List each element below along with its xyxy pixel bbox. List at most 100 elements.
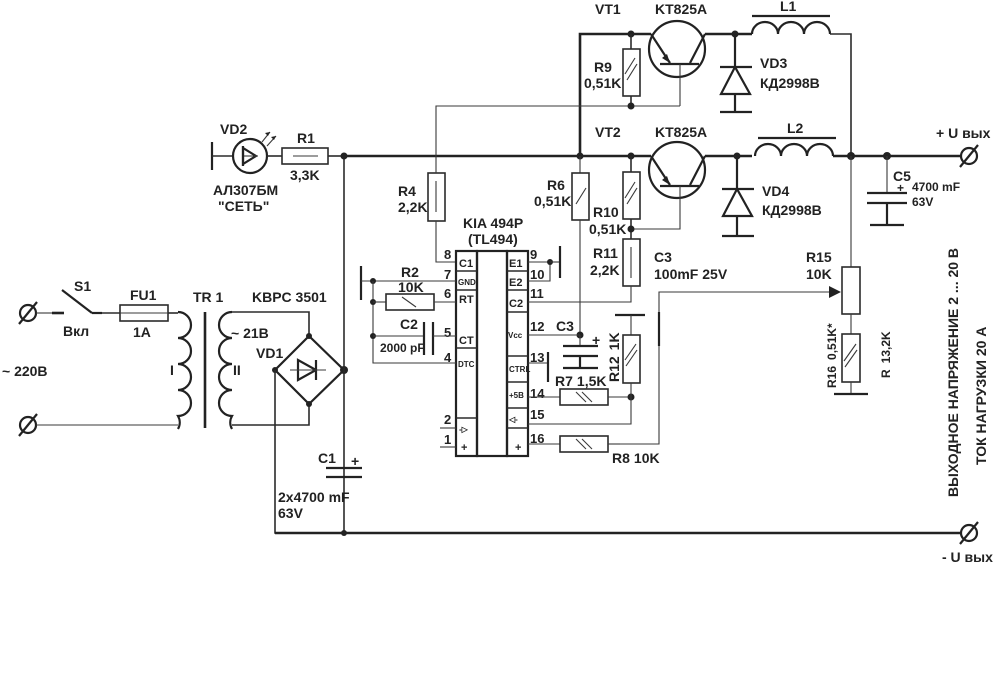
pin-7: 7 bbox=[444, 267, 451, 282]
transformer-primary-winding bbox=[176, 310, 193, 430]
c5-ref: C5 bbox=[893, 168, 911, 184]
r6-value: 0,51K bbox=[534, 193, 571, 209]
wiper-arrow-icon bbox=[829, 286, 841, 298]
inductor-l2 bbox=[753, 136, 836, 157]
r16-label: R160,51K* bbox=[825, 323, 839, 388]
pin-label-ctrl: CTRL bbox=[509, 365, 530, 374]
ic-kia494p bbox=[454, 249, 530, 458]
bridge-ref: VD1 bbox=[256, 345, 283, 361]
c2-ref: C2 bbox=[400, 316, 418, 332]
vt1-part: KT825A bbox=[655, 1, 707, 17]
pin-label-inv-left: -▷ bbox=[459, 425, 469, 434]
primary-winding-label: I bbox=[170, 362, 174, 378]
r-total-label: R13,2K bbox=[879, 331, 893, 378]
r4-ref: R4 bbox=[398, 183, 416, 199]
pin-9: 9 bbox=[530, 247, 537, 262]
output-plus-label: + U вых bbox=[936, 125, 991, 141]
pin-14: 14 bbox=[530, 386, 545, 401]
pin-6: 6 bbox=[444, 286, 451, 301]
l1-ref: L1 bbox=[780, 0, 797, 14]
r1-ref: R1 bbox=[297, 130, 315, 146]
pin-label-gnd: GND bbox=[458, 278, 476, 287]
l2-ref: L2 bbox=[787, 120, 804, 136]
bridge-part: KBPC 3501 bbox=[252, 289, 327, 305]
c1-voltage: 63V bbox=[278, 505, 304, 521]
inductor-l1 bbox=[750, 14, 832, 35]
r12-label: R121K bbox=[606, 332, 622, 382]
ic-alias: (TL494) bbox=[468, 231, 518, 247]
resistor-r10 bbox=[622, 171, 641, 220]
pin-1: 1 bbox=[444, 432, 451, 447]
pin-2: 2 bbox=[444, 412, 451, 427]
pin-11: 11 bbox=[530, 286, 544, 301]
r10-value: 0,51K bbox=[589, 221, 626, 237]
pin-13: 13 bbox=[530, 350, 544, 365]
vd3-part: КД2998В bbox=[760, 75, 820, 91]
transformer-secondary-winding bbox=[217, 310, 234, 430]
r10-ref: R10 bbox=[593, 204, 619, 220]
potentiometer-r15[interactable] bbox=[841, 266, 861, 315]
fuse-value: 1A bbox=[133, 324, 151, 340]
diode-vd4 bbox=[721, 156, 754, 238]
output-terminal-minus bbox=[959, 521, 979, 545]
c5-value: 4700 mF bbox=[912, 180, 960, 194]
vt1-ref: VT1 bbox=[595, 1, 621, 17]
resistor-r2 bbox=[385, 293, 435, 311]
c3-polarity: + bbox=[592, 332, 600, 348]
mains-voltage-label: ~ 220В bbox=[2, 363, 48, 379]
transformer-ref: TR 1 bbox=[193, 289, 224, 305]
bridge-rectifier-vd1 bbox=[272, 333, 348, 407]
diode-vd3 bbox=[719, 34, 752, 114]
output-minus-label: - U вых bbox=[942, 549, 993, 565]
r15-ref: R15 bbox=[806, 249, 832, 265]
r11-value: 2,2K bbox=[590, 262, 620, 278]
switch-ref: S1 bbox=[74, 278, 91, 294]
vt2-ref: VT2 bbox=[595, 124, 621, 140]
pin-15: 15 bbox=[530, 407, 544, 422]
pin-4: 4 bbox=[444, 350, 452, 365]
pin-label-plus-right: + bbox=[515, 442, 521, 454]
c5-voltage: 63V bbox=[912, 195, 933, 209]
input-terminal-top bbox=[18, 301, 38, 325]
note-load-current: ТОК НАГРУЗКИ 20 А bbox=[973, 327, 989, 465]
vd3-ref: VD3 bbox=[760, 55, 787, 71]
r9-ref: R9 bbox=[594, 59, 612, 75]
pin-16: 16 bbox=[530, 431, 544, 446]
pin-label-inv-right: ◁- bbox=[508, 415, 518, 424]
r11-ref: R11 bbox=[593, 245, 618, 261]
r2-value: 10K bbox=[398, 279, 424, 295]
capacitor-c5 bbox=[867, 191, 907, 227]
r9-value: 0,51K bbox=[584, 75, 621, 91]
pin-8: 8 bbox=[444, 247, 451, 262]
secondary-winding-label: II bbox=[233, 362, 241, 378]
pin-5: 5 bbox=[444, 325, 451, 340]
led-part: АЛ307БМ bbox=[213, 182, 278, 198]
r15-value: 10K bbox=[806, 266, 832, 282]
c2-value: 2000 pF bbox=[380, 341, 425, 355]
c3-spec-ref: C3 bbox=[654, 249, 672, 265]
transistor-vt1 bbox=[647, 19, 707, 79]
pin-10: 10 bbox=[530, 267, 544, 282]
led-vd2 bbox=[231, 131, 277, 175]
r2-ref: R2 bbox=[401, 264, 419, 280]
pin-label-rt: RT bbox=[459, 294, 474, 306]
r4-value: 2,2K bbox=[398, 199, 428, 215]
pin-label-c2: C2 bbox=[509, 298, 523, 310]
c1-value: 2x4700 mF bbox=[278, 489, 350, 505]
pin-label-vcc: Vcc bbox=[508, 331, 523, 340]
pin-label-e2: E2 bbox=[509, 277, 522, 289]
note-output-voltage: ВЫХОДНОЕ НАПРЯЖЕНИЕ 2 ... 20 В bbox=[945, 248, 961, 497]
pin-label-dtc: DTC bbox=[458, 360, 475, 369]
c1-ref: C1 bbox=[318, 450, 336, 466]
switch-label: Вкл bbox=[63, 323, 89, 339]
pin-label-c1: C1 bbox=[459, 258, 473, 270]
ic-name: KIA 494P bbox=[463, 215, 523, 231]
r6-ref: R6 bbox=[547, 177, 565, 193]
vd4-ref: VD4 bbox=[762, 183, 789, 199]
output-terminal-plus bbox=[959, 144, 979, 168]
r1-value: 3,3K bbox=[290, 167, 320, 183]
input-terminal-bottom bbox=[18, 413, 38, 437]
pin-label-ct: CT bbox=[459, 335, 474, 347]
